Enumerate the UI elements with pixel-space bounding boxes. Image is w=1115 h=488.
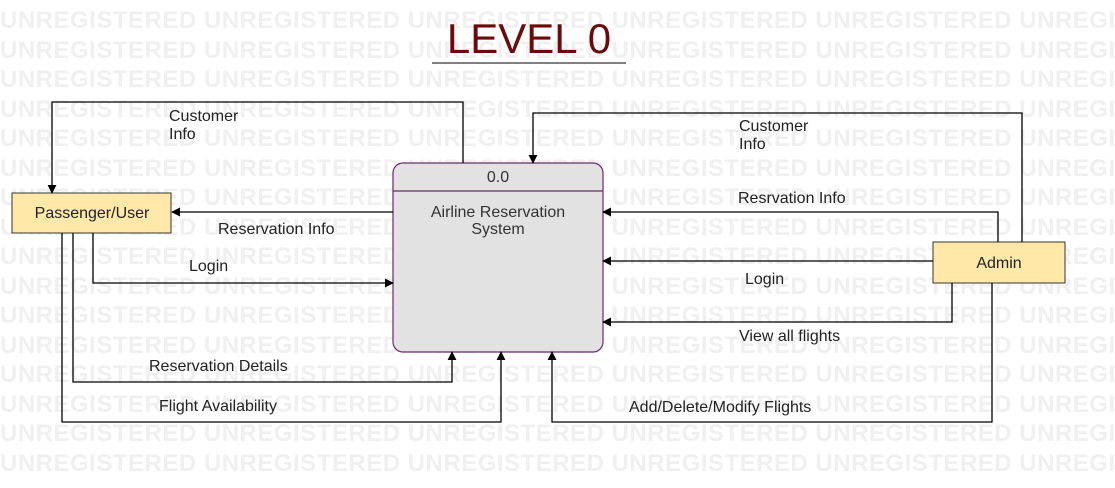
entity-admin[interactable]: Admin [932, 241, 1066, 284]
flow-reservation-details [72, 233, 457, 383]
watermark-row: UNREGISTERED UNREGISTERED UNREGISTERED U… [0, 449, 1115, 477]
label-reservation-details: Reservation Details [149, 358, 288, 375]
label-login-user: Login [189, 258, 228, 275]
flow-customer-info-to-admin-path [528, 112, 1023, 242]
flow-flight-availability [61, 233, 506, 423]
entity-shape [11, 192, 172, 234]
label-view-all-flights: View all flights [739, 328, 840, 345]
watermark-row: UNREGISTERED UNREGISTERED UNREGISTERED U… [0, 361, 1115, 388]
watermark-row: UNREGISTERED UNREGISTERED UNREGISTERED U… [0, 36, 1115, 64]
entity-label-passenger: Passenger/User [35, 205, 150, 222]
entity-shape [932, 241, 1066, 284]
label-customer-info-admin-1: Customer [739, 118, 809, 135]
watermark-row: UNREGISTERED UNREGISTERED UNREGISTERED U… [0, 390, 1115, 418]
flow-customer-info-to-user [47, 101, 464, 194]
label-add-delete-modify: Add/Delete/Modify Flights [629, 399, 811, 416]
entity-label-admin: Admin [976, 255, 1021, 272]
process-name-line2: System [471, 221, 524, 238]
watermark-row: UNREGISTERED UNREGISTERED UNREGISTERED U… [0, 66, 1115, 93]
label-flight-availability: Flight Availability [159, 398, 277, 415]
diagram-title: LEVEL 0 [447, 15, 611, 62]
watermark-row: UNREGISTERED UNREGISTERED UNREGISTERED U… [0, 95, 1115, 123]
process-name-line1: Airline Reservation [431, 204, 565, 221]
process-airline-reservation-system[interactable]: 0.0 Airline Reservation System [392, 162, 604, 353]
flow-reservation-info-admin [602, 207, 999, 242]
label-customer-info-user-1: Customer [169, 108, 239, 125]
watermark-row: UNREGISTERED UNREGISTERED UNREGISTERED U… [0, 420, 1115, 447]
label-customer-info-admin-2: Info [739, 136, 766, 153]
watermark-row: UNREGISTERED UNREGISTERED UNREGISTERED U… [0, 125, 1115, 152]
label-reservation-info-user: Reservation Info [218, 221, 335, 238]
label-reservation-info-admin: Resrvation Info [738, 190, 846, 207]
flow-view-all-flights [602, 283, 953, 327]
label-login-admin: Login [745, 271, 784, 288]
process-id: 0.0 [487, 169, 509, 186]
entity-passenger-user[interactable]: Passenger/User [11, 192, 172, 234]
flow-login-from-user [92, 233, 394, 288]
label-customer-info-user-2: Info [169, 126, 196, 143]
flow-add-delete-modify [547, 283, 993, 423]
watermark-row: UNREGISTERED UNREGISTERED UNREGISTERED U… [0, 7, 1115, 34]
